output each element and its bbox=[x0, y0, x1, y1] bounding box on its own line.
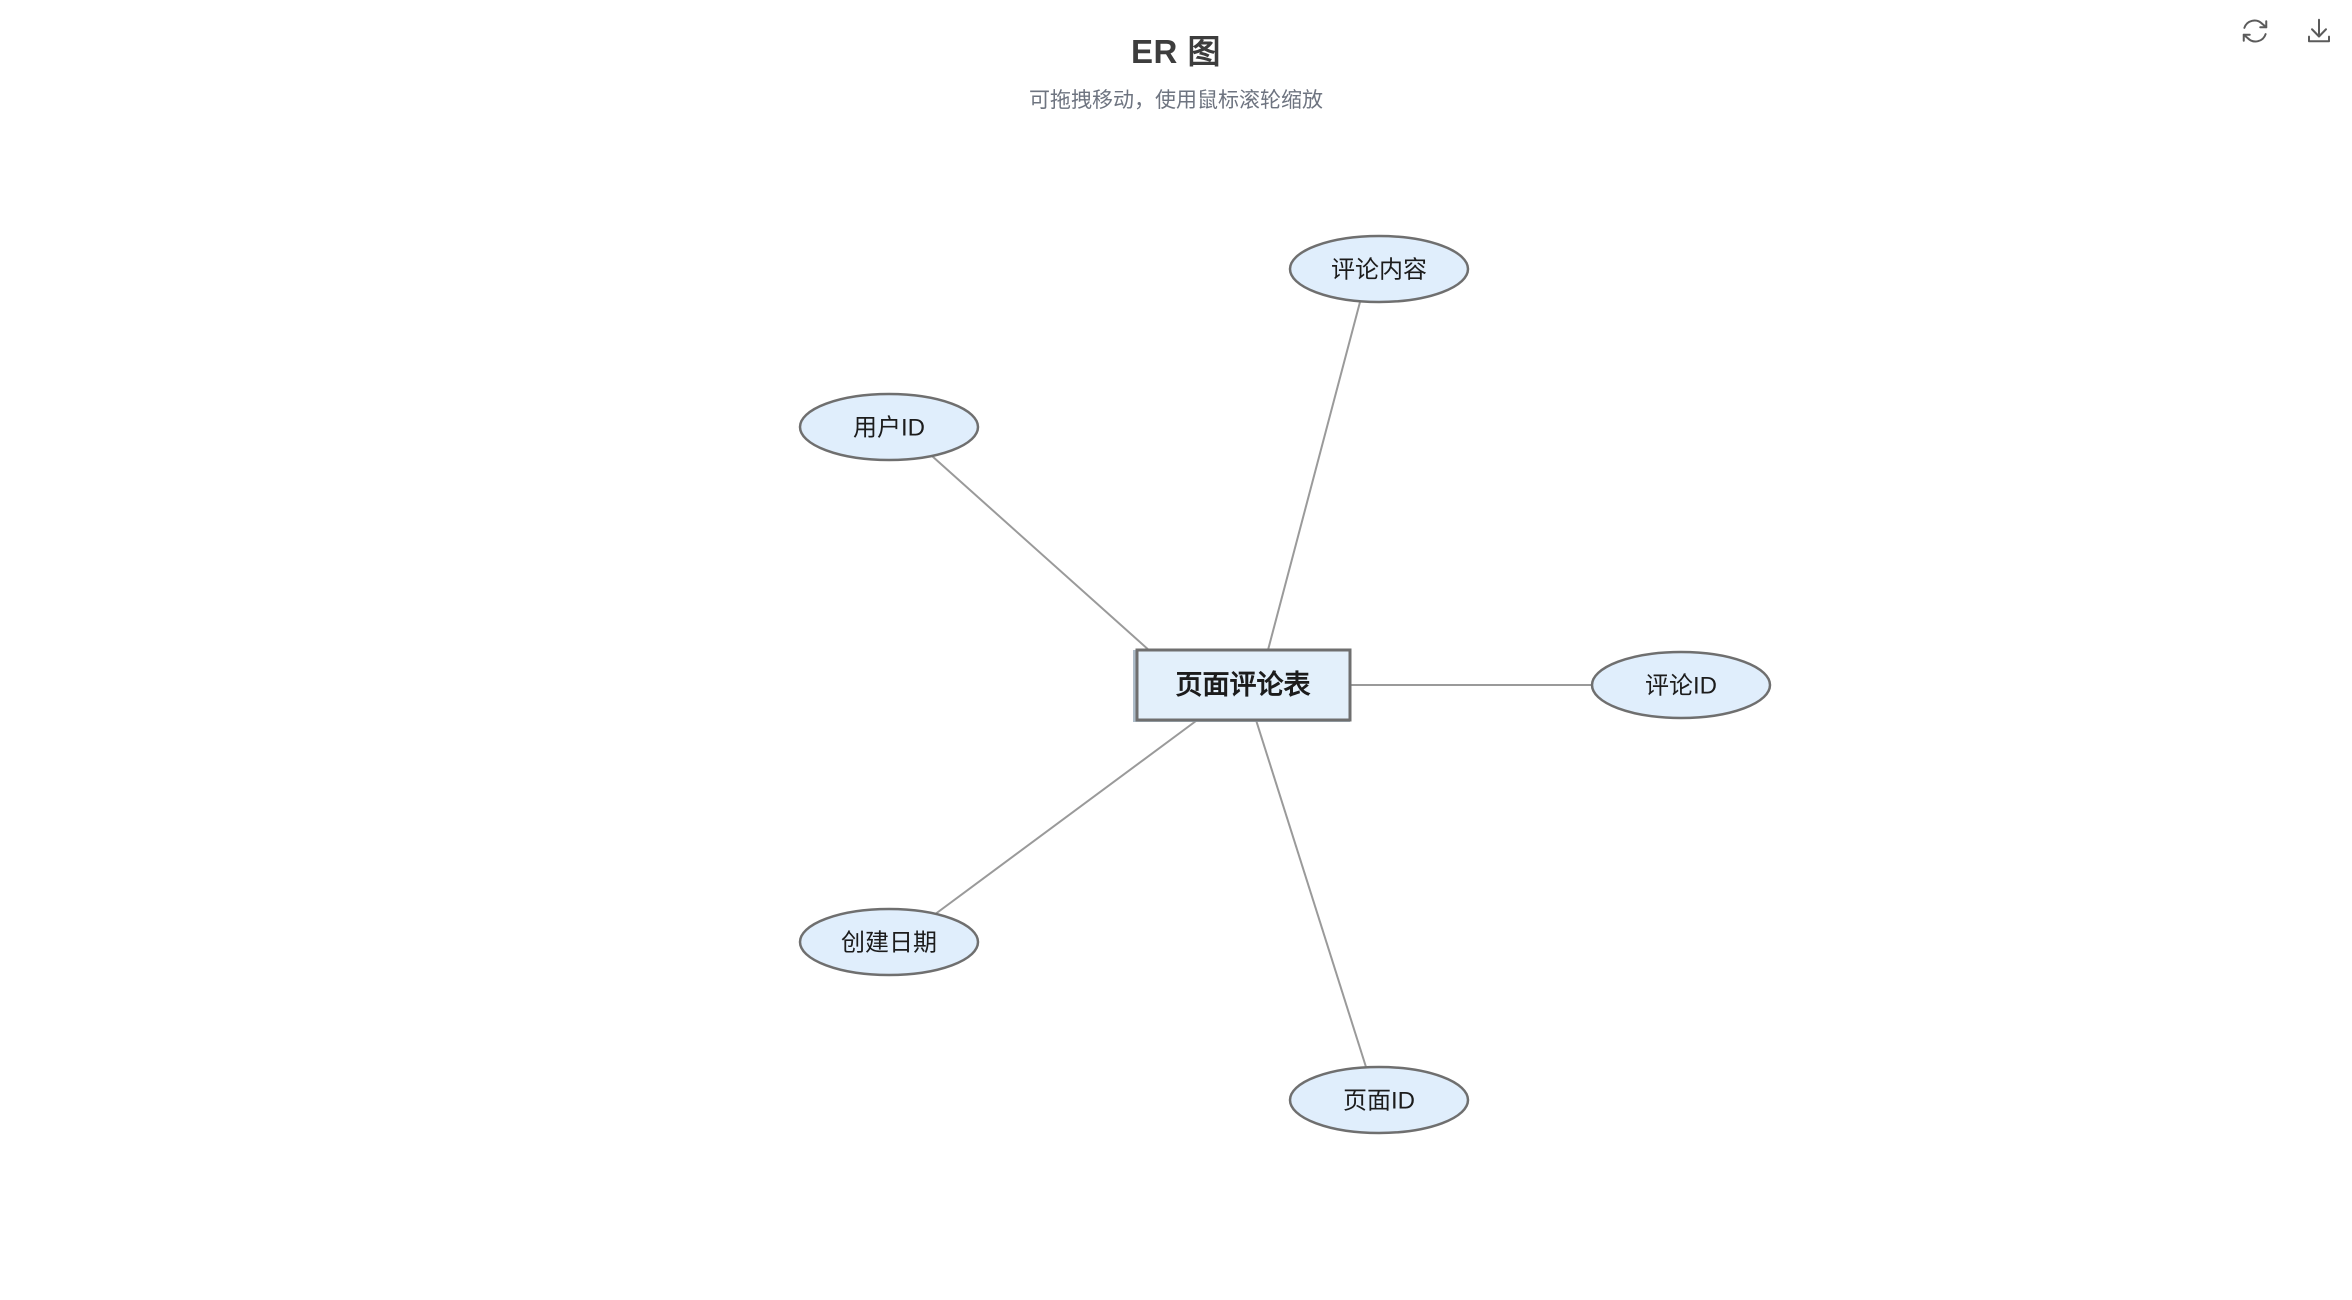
attribute-ellipse[interactable] bbox=[1288, 234, 1470, 304]
entity-label: 页面评论表 bbox=[1176, 670, 1311, 700]
attribute-label: 创建日期 bbox=[841, 929, 937, 956]
attribute-ellipse[interactable] bbox=[798, 392, 980, 462]
attribute-node-created-date[interactable]: 创建日期 bbox=[798, 907, 980, 977]
entity-node-page-comment-table[interactable]: 页面评论表 bbox=[1133, 648, 1352, 722]
attribute-label: 页面ID bbox=[1343, 1087, 1415, 1114]
attribute-node-user-id[interactable]: 用户ID bbox=[798, 392, 980, 462]
attribute-label: 用户ID bbox=[853, 414, 925, 441]
refresh-icon bbox=[2240, 16, 2270, 46]
entity-rect[interactable] bbox=[1135, 648, 1352, 722]
diagram-toolbar bbox=[2236, 12, 2338, 50]
refresh-button[interactable] bbox=[2236, 12, 2274, 50]
attribute-label: 评论内容 bbox=[1331, 256, 1427, 283]
attribute-ellipse[interactable] bbox=[798, 907, 980, 977]
attribute-label: 评论ID bbox=[1645, 672, 1717, 699]
edge-entity-created-date bbox=[933, 717, 1201, 916]
attribute-node-page-id[interactable]: 页面ID bbox=[1288, 1065, 1470, 1135]
attribute-ellipse[interactable] bbox=[1590, 650, 1772, 720]
download-icon bbox=[2304, 16, 2334, 46]
download-button[interactable] bbox=[2300, 12, 2338, 50]
edge-layer bbox=[931, 301, 1592, 1068]
attribute-ellipse[interactable] bbox=[1288, 1065, 1470, 1135]
edge-entity-page-id bbox=[1255, 719, 1367, 1068]
attribute-node-comment-content[interactable]: 评论内容 bbox=[1288, 234, 1470, 304]
attribute-node-comment-id[interactable]: 评论ID bbox=[1590, 650, 1772, 720]
edge-entity-comment-content bbox=[1267, 301, 1361, 651]
edge-entity-user-id bbox=[931, 455, 1161, 661]
